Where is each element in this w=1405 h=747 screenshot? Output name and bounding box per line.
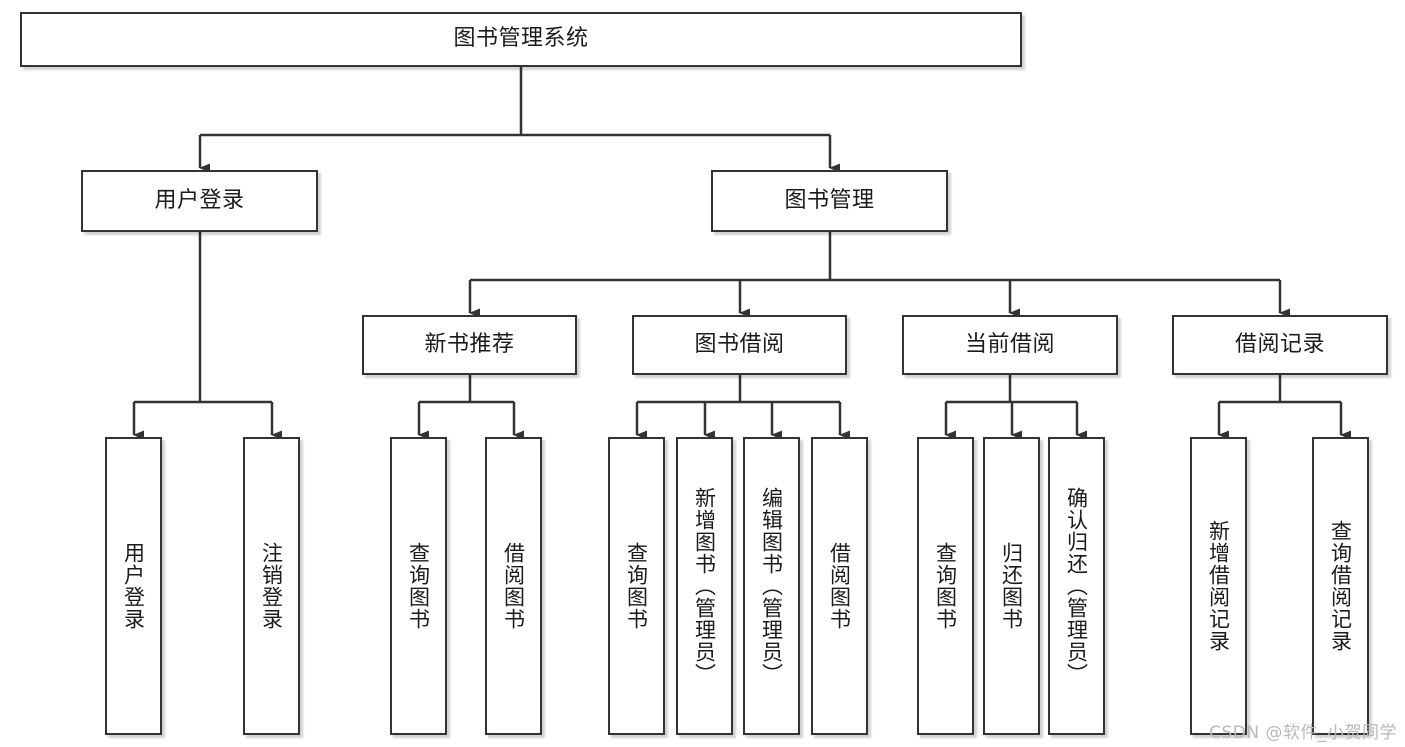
node-label: 借阅图书 bbox=[827, 542, 852, 630]
node-label: 归还图书 bbox=[999, 542, 1024, 630]
node-leaf-user-login[interactable]: 用户登录 bbox=[105, 437, 162, 735]
node-label: 查询图书 bbox=[933, 542, 958, 630]
node-label: 借阅图书 bbox=[501, 542, 526, 630]
node-label: 确认归还（管理员） bbox=[1064, 487, 1089, 685]
node-label: 查询借阅记录 bbox=[1328, 520, 1353, 652]
node-label: 查询图书 bbox=[624, 542, 649, 630]
node-leaf-borrow-lend[interactable]: 借阅图书 bbox=[811, 437, 868, 735]
node-label: 图书管理系统 bbox=[453, 26, 589, 52]
node-label: 用户登录 bbox=[154, 187, 245, 213]
node-label: 借阅记录 bbox=[1234, 331, 1325, 357]
node-bookmgmt[interactable]: 图书管理 bbox=[711, 170, 948, 232]
node-records[interactable]: 借阅记录 bbox=[1172, 315, 1388, 375]
node-leaf-newbook-borrow[interactable]: 借阅图书 bbox=[485, 437, 542, 735]
node-leaf-borrow-edit[interactable]: 编辑图书（管理员） bbox=[743, 437, 800, 735]
node-root[interactable]: 图书管理系统 bbox=[20, 12, 1022, 67]
node-label: 查询图书 bbox=[406, 542, 431, 630]
node-newbook[interactable]: 新书推荐 bbox=[362, 315, 577, 375]
node-label: 图书借阅 bbox=[694, 331, 785, 357]
node-leaf-current-return[interactable]: 归还图书 bbox=[983, 437, 1040, 735]
node-label: 新书推荐 bbox=[424, 331, 515, 357]
node-borrow[interactable]: 图书借阅 bbox=[632, 315, 847, 375]
node-leaf-record-query[interactable]: 查询借阅记录 bbox=[1312, 437, 1369, 735]
node-leaf-record-add[interactable]: 新增借阅记录 bbox=[1190, 437, 1247, 735]
node-login[interactable]: 用户登录 bbox=[81, 170, 318, 232]
node-leaf-newbook-query[interactable]: 查询图书 bbox=[390, 437, 447, 735]
edges-group bbox=[132, 67, 1351, 440]
node-label: 新增图书（管理员） bbox=[692, 487, 717, 685]
node-label: 图书管理 bbox=[784, 187, 875, 213]
node-leaf-current-confirm[interactable]: 确认归还（管理员） bbox=[1048, 437, 1105, 735]
node-label: 用户登录 bbox=[121, 542, 146, 630]
node-label: 编辑图书（管理员） bbox=[759, 487, 784, 685]
node-label: 新增借阅记录 bbox=[1206, 520, 1231, 652]
node-label: 当前借阅 bbox=[964, 331, 1055, 357]
node-leaf-borrow-query[interactable]: 查询图书 bbox=[608, 437, 665, 735]
node-label: 注销登录 bbox=[259, 542, 284, 630]
node-leaf-borrow-add[interactable]: 新增图书（管理员） bbox=[676, 437, 733, 735]
node-current[interactable]: 当前借阅 bbox=[902, 315, 1118, 375]
node-leaf-current-query[interactable]: 查询图书 bbox=[917, 437, 974, 735]
node-leaf-user-logout[interactable]: 注销登录 bbox=[243, 437, 300, 735]
